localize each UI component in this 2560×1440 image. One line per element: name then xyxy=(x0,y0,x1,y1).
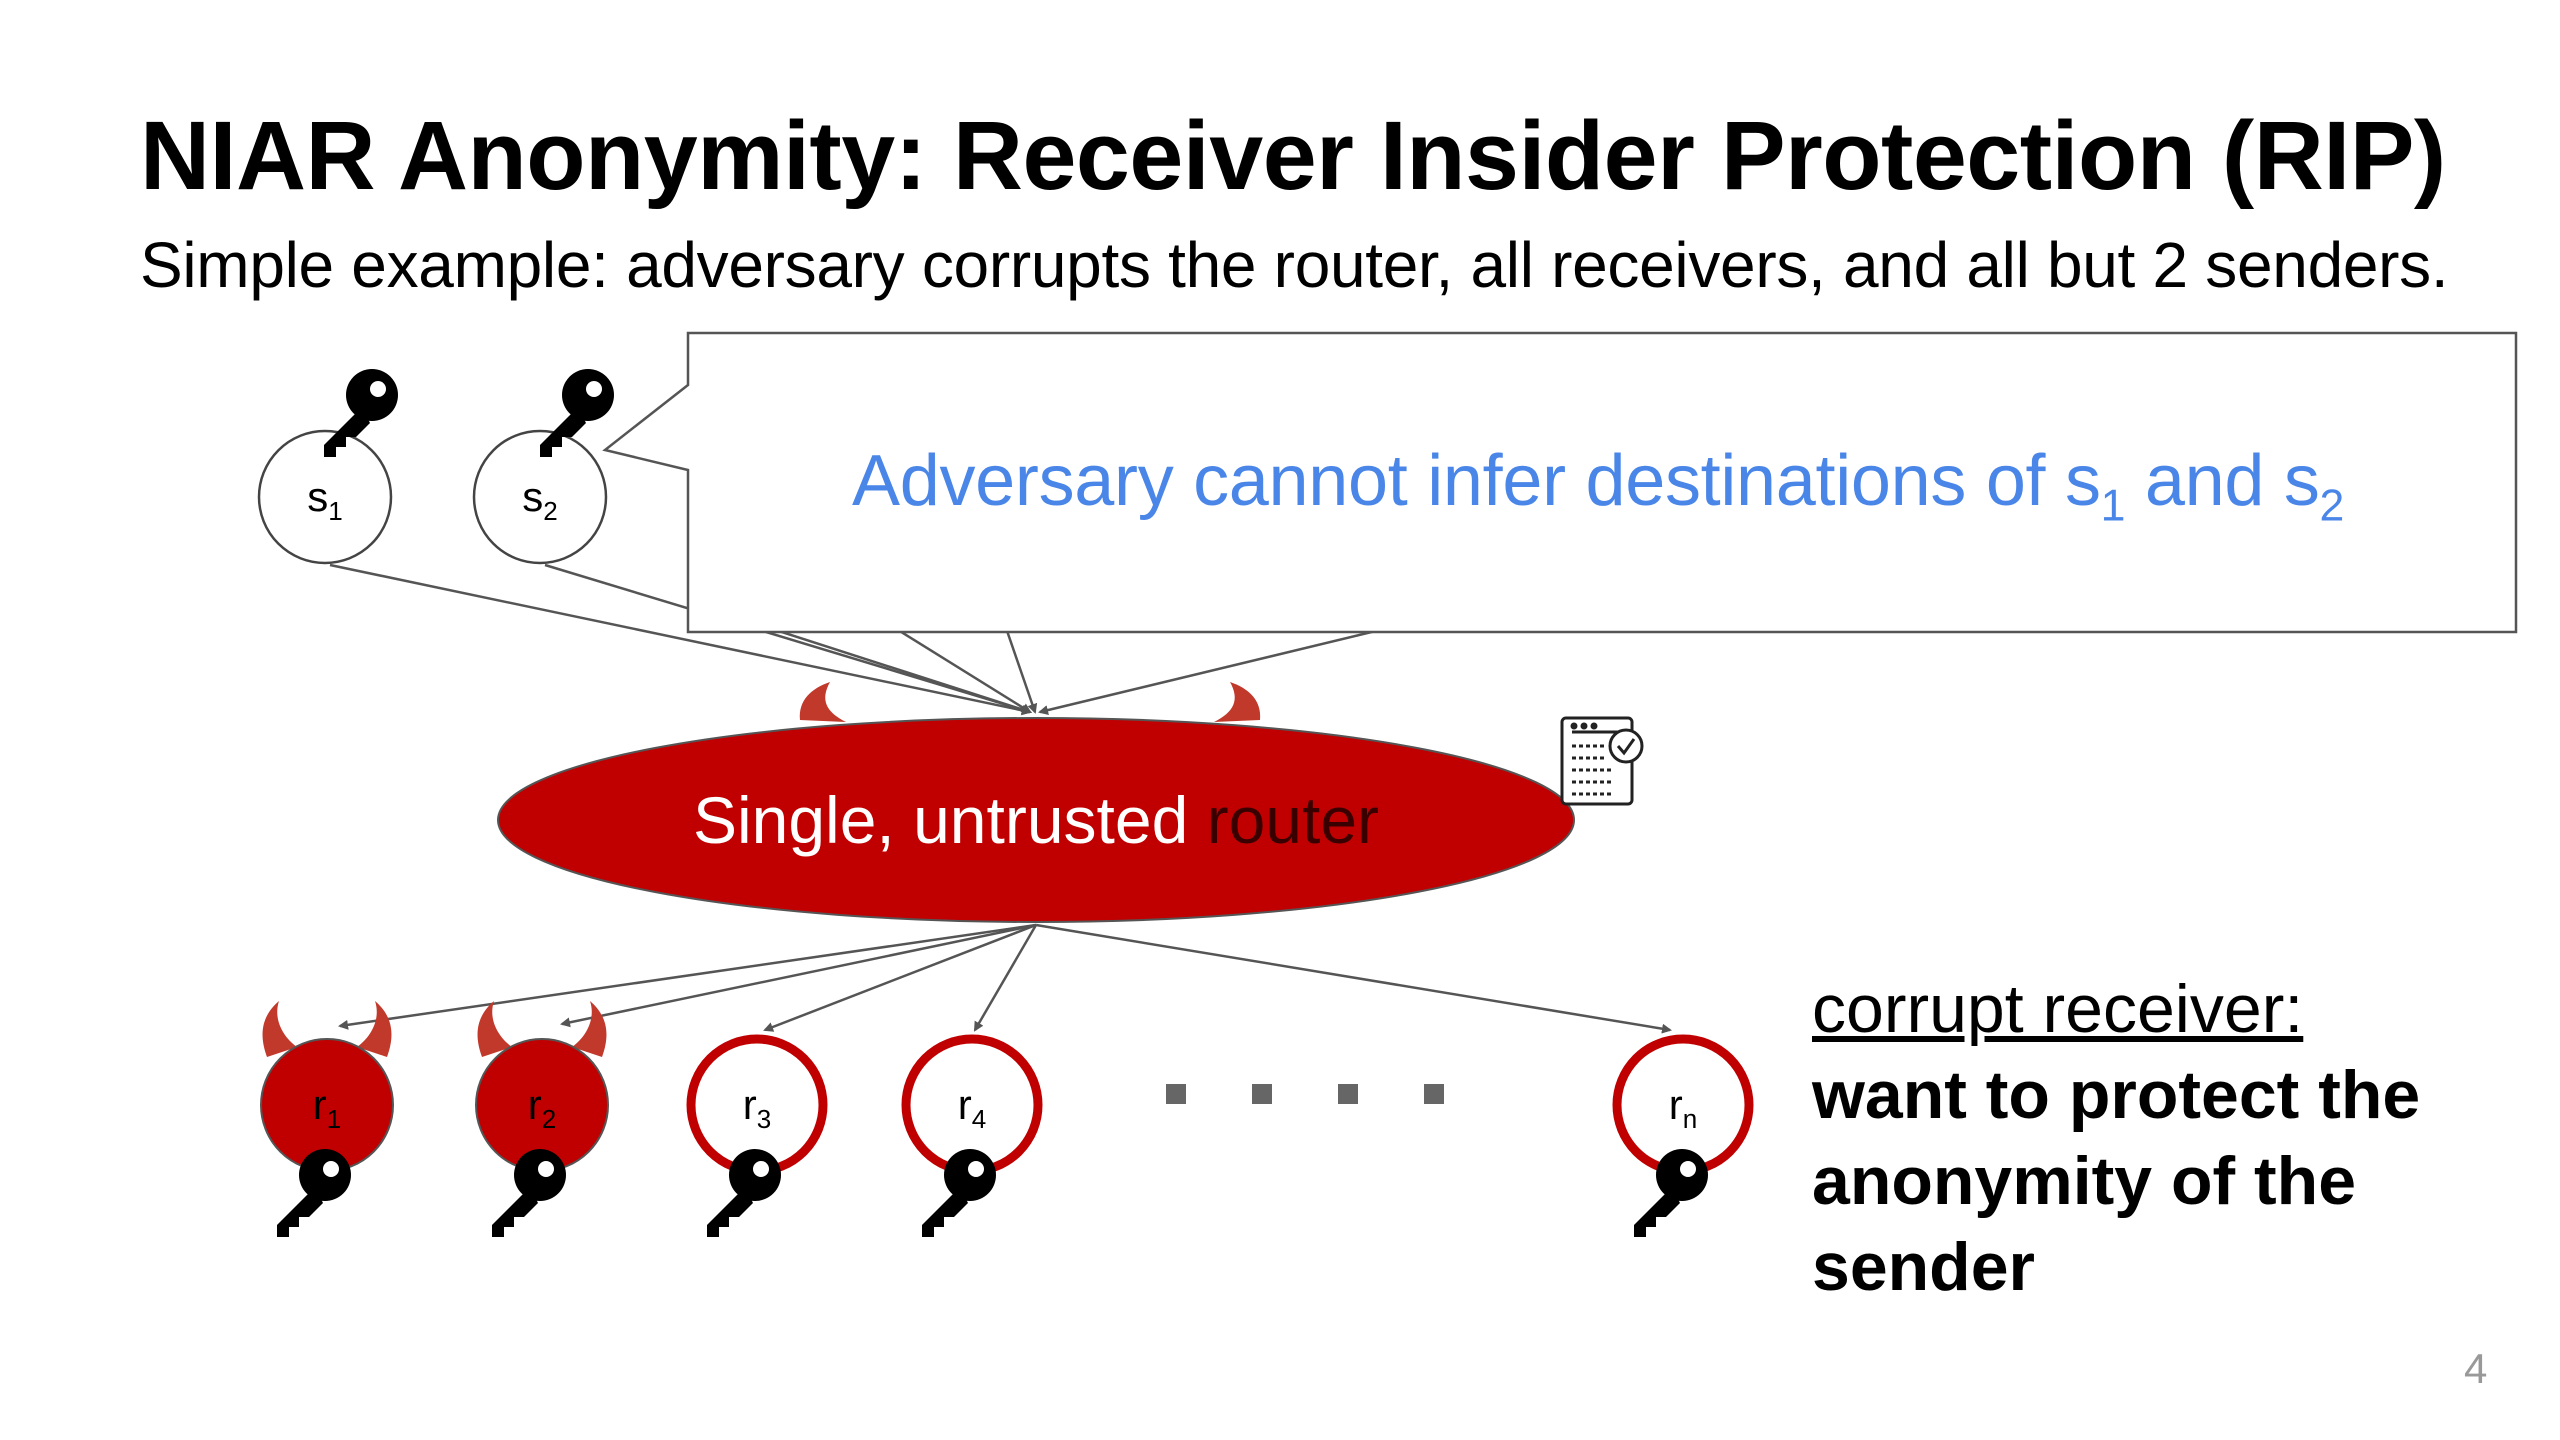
arrow-router-r4 xyxy=(973,924,1038,1032)
arrow-s1-router xyxy=(329,563,1032,716)
arrow-b-router xyxy=(889,623,1032,714)
arrow-s2-router xyxy=(544,563,1032,715)
callout-text: Adversary cannot infer destinations of s… xyxy=(852,441,2345,531)
sender-label-s1: s1 xyxy=(307,472,343,527)
sender-s1 xyxy=(257,429,393,565)
receiver-arrows xyxy=(338,923,1672,1034)
arrow-a-router xyxy=(759,623,1032,715)
side-note: corrupt receiver: want to protect the an… xyxy=(1812,966,2420,1310)
slide-title: NIAR Anonymity: Receiver Insider Protect… xyxy=(140,101,2446,210)
arrow-router-r3 xyxy=(763,923,1037,1032)
arrow-router-rn xyxy=(1035,923,1672,1034)
receiver-label-r1: r1 xyxy=(312,1080,342,1135)
router-node xyxy=(497,717,1575,923)
side-note-line-2: anonymity of the xyxy=(1812,1143,2357,1219)
key-icon xyxy=(277,1149,351,1237)
key-icon xyxy=(492,1149,566,1237)
ellipsis-dots xyxy=(1166,1084,1444,1104)
router-horns-icon xyxy=(799,682,1261,722)
sender-arrows xyxy=(329,563,1381,716)
receiver-label-r2: r2 xyxy=(527,1080,557,1135)
slide-subtitle: Simple example: adversary corrupts the r… xyxy=(140,229,2449,301)
arrow-d-router xyxy=(1038,628,1381,715)
sender-label-s2: s2 xyxy=(522,472,558,527)
arrow-router-r2 xyxy=(560,923,1037,1028)
page-number: 4 xyxy=(2464,1345,2488,1392)
receiver-label-r3: r3 xyxy=(742,1080,772,1135)
callout-box xyxy=(602,331,2518,634)
receiver-label-r4: r4 xyxy=(957,1080,987,1135)
side-note-line-1: want to protect the xyxy=(1812,1057,2421,1133)
arrow-router-r1 xyxy=(338,923,1037,1030)
receiver-label-rn: rn xyxy=(1668,1080,1698,1135)
sender-s2 xyxy=(472,429,608,565)
arrow-c-router xyxy=(1003,624,1038,714)
certificate-icon xyxy=(1560,716,1644,806)
router-label: Single, untrusted router xyxy=(692,783,1380,857)
side-note-line-3: sender xyxy=(1812,1229,2035,1305)
side-note-heading: corrupt receiver: xyxy=(1812,971,2304,1047)
